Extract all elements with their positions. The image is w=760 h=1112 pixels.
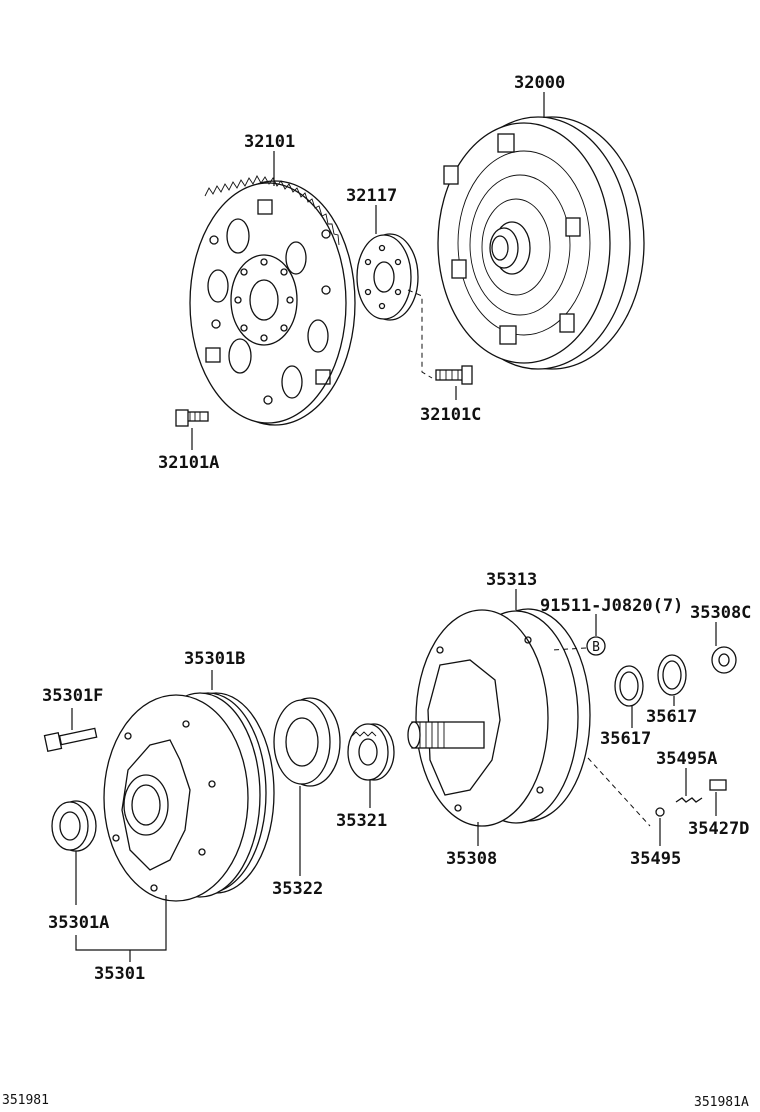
- label-35427D: 35427D: [688, 819, 749, 839]
- seal-ring-35617-b[interactable]: [657, 654, 687, 696]
- stator-shaft-35308[interactable]: [407, 608, 591, 827]
- label-35301: 35301: [94, 964, 145, 984]
- torque-converter-32000[interactable]: [437, 116, 645, 370]
- driven-gear-35322[interactable]: [273, 697, 341, 787]
- label-35321: 35321: [336, 811, 387, 831]
- label-35308C: 35308C: [690, 603, 751, 623]
- seal-ring-35617-a[interactable]: [614, 665, 644, 707]
- label-32117: 32117: [346, 186, 397, 206]
- label-35322: 35322: [272, 879, 323, 899]
- label-32101A: 32101A: [158, 453, 219, 473]
- label-91511-J0820: 91511-J0820(7): [540, 596, 683, 616]
- label-35313: 35313: [486, 570, 537, 590]
- label-32101C: 32101C: [420, 405, 481, 425]
- plug-35427D[interactable]: [709, 779, 727, 791]
- label-35495A: 35495A: [656, 749, 717, 769]
- footer-figure-id-right: 351981A: [694, 1095, 749, 1110]
- footer-figure-id-left: 351981: [2, 1093, 49, 1108]
- spring-35495A[interactable]: [675, 797, 703, 803]
- label-35495: 35495: [630, 849, 681, 869]
- label-35301A: 35301A: [48, 913, 109, 933]
- svg-text:B: B: [592, 640, 600, 655]
- plate-32117[interactable]: [356, 233, 419, 321]
- label-32000: 32000: [514, 73, 565, 93]
- bolt-35301F[interactable]: [43, 727, 98, 753]
- label-35308: 35308: [446, 849, 497, 869]
- bushing-35308C[interactable]: [711, 646, 737, 674]
- callout-b-marker: B: [551, 636, 606, 656]
- pump-body-35301[interactable]: [103, 692, 275, 902]
- oil-seal-35301A[interactable]: [51, 800, 97, 852]
- label-35301F: 35301F: [42, 686, 103, 706]
- bolt-32101C[interactable]: [407, 289, 473, 385]
- label-35617-a: 35617: [600, 729, 651, 749]
- label-35617-b: 35617: [646, 707, 697, 727]
- ball-35495[interactable]: [587, 757, 665, 827]
- label-32101: 32101: [244, 132, 295, 152]
- label-35301B: 35301B: [184, 649, 245, 669]
- drive-gear-35321[interactable]: [347, 723, 395, 781]
- bolt-32101A[interactable]: [175, 409, 209, 427]
- flexplate-32101[interactable]: [189, 175, 356, 426]
